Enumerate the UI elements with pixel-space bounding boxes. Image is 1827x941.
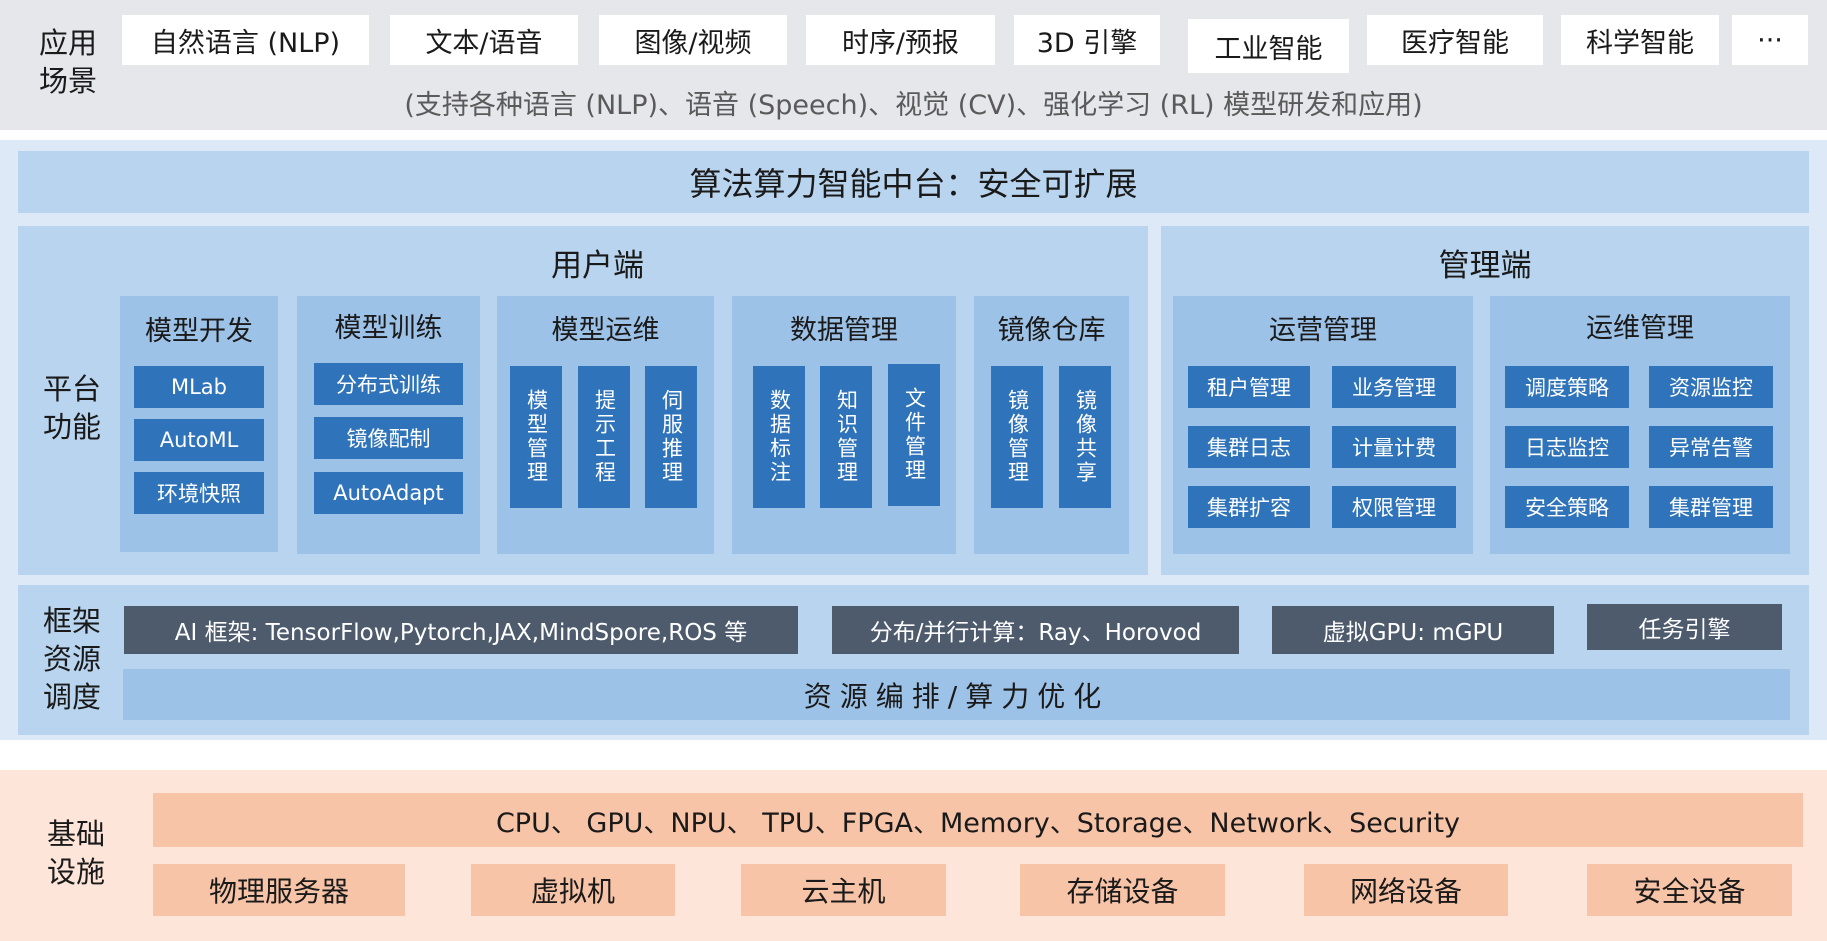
framework-label: 框架 资源 调度 [42, 604, 101, 714]
resource-monitoring-button[interactable]: 资源监控 [1649, 366, 1773, 408]
scenario-nlp: 自然语言 (NLP) [122, 15, 369, 65]
serving-inference-button[interactable]: 伺服推理 [645, 366, 697, 508]
module-image-registry-title: 镜像仓库 [997, 314, 1106, 346]
cluster-log-button[interactable]: 集群日志 [1188, 426, 1310, 468]
model-management-button[interactable]: 模型管理 [510, 366, 562, 508]
business-management-button[interactable]: 业务管理 [1332, 366, 1456, 408]
scenario-3d-engine: 3D 引擎 [1014, 15, 1160, 65]
module-model-training-title: 模型训练 [334, 312, 443, 344]
application-note: (支持各种语言 (NLP)、语音 (Speech)、视觉 (CV)、强化学习 (… [404, 89, 1423, 121]
knowledge-management-button[interactable]: 知识管理 [820, 366, 872, 508]
admin-side-title: 管理端 [1438, 247, 1532, 284]
platform-label: 平台 功能 [42, 372, 101, 444]
tenant-management-button[interactable]: 租户管理 [1188, 366, 1310, 408]
image-config-button[interactable]: 镜像配制 [314, 417, 463, 459]
module-maintenance-management-title: 运维管理 [1586, 312, 1694, 344]
scenario-text-speech: 文本/语音 [390, 15, 578, 65]
infrastructure-label: 基础 设施 [46, 817, 105, 889]
anomaly-alert-button[interactable]: 异常告警 [1649, 426, 1773, 468]
scenario-more: ··· [1732, 15, 1808, 65]
mlab-button[interactable]: MLab [134, 366, 264, 408]
distributed-compute-chip: 分布/并行计算：Ray、Horovod [832, 606, 1239, 654]
resource-orchestration-bar: 资源编排/算力优化 [123, 669, 1790, 720]
cluster-scaling-button[interactable]: 集群扩容 [1188, 486, 1310, 528]
log-monitoring-button[interactable]: 日志监控 [1505, 426, 1629, 468]
module-model-ops-title: 模型运维 [551, 314, 660, 346]
metering-billing-button[interactable]: 计量计费 [1332, 426, 1456, 468]
security-policy-button[interactable]: 安全策略 [1505, 486, 1629, 528]
network-device-chip: 网络设备 [1304, 864, 1508, 916]
env-snapshot-button[interactable]: 环境快照 [134, 472, 264, 514]
file-management-button[interactable]: 文件管理 [888, 364, 940, 506]
permission-management-button[interactable]: 权限管理 [1332, 486, 1456, 528]
image-management-button[interactable]: 镜像管理 [991, 366, 1043, 508]
storage-device-chip: 存储设备 [1020, 864, 1225, 916]
scheduling-policy-button[interactable]: 调度策略 [1505, 366, 1629, 408]
platform-title: 算法算力智能中台：安全可扩展 [18, 151, 1809, 213]
ai-framework-chip: AI 框架: TensorFlow,Pytorch,JAX,MindSpore,… [124, 606, 798, 654]
task-engine-chip: 任务引擎 [1587, 604, 1782, 650]
cluster-management-button[interactable]: 集群管理 [1649, 486, 1773, 528]
hardware-bar: CPU、 GPU、NPU、 TPU、FPGA、Memory、Storage、Ne… [153, 793, 1803, 847]
security-device-chip: 安全设备 [1587, 864, 1792, 916]
autoadapt-button[interactable]: AutoAdapt [314, 472, 463, 514]
physical-server-chip: 物理服务器 [153, 864, 405, 916]
module-operations-management-title: 运营管理 [1269, 314, 1377, 346]
scenario-time-series: 时序/预报 [806, 15, 995, 65]
module-model-dev-title: 模型开发 [145, 315, 253, 347]
cloud-host-chip: 云主机 [741, 864, 946, 916]
scenario-industrial: 工业智能 [1188, 19, 1349, 73]
data-labeling-button[interactable]: 数据标注 [753, 366, 805, 508]
scenario-science: 科学智能 [1561, 15, 1719, 65]
application-label: 应用 场景 [38, 26, 97, 98]
image-sharing-button[interactable]: 镜像共享 [1059, 366, 1111, 508]
distributed-training-button[interactable]: 分布式训练 [314, 363, 463, 405]
user-side-title: 用户端 [551, 247, 644, 284]
scenario-image-video: 图像/视频 [599, 15, 787, 65]
virtual-machine-chip: 虚拟机 [471, 864, 675, 916]
automl-button[interactable]: AutoML [134, 419, 264, 461]
virtual-gpu-chip: 虚拟GPU: mGPU [1272, 606, 1554, 654]
scenario-medical: 医疗智能 [1367, 15, 1543, 65]
module-data-management-title: 数据管理 [790, 314, 898, 346]
prompt-engineering-button[interactable]: 提示工程 [578, 366, 630, 508]
